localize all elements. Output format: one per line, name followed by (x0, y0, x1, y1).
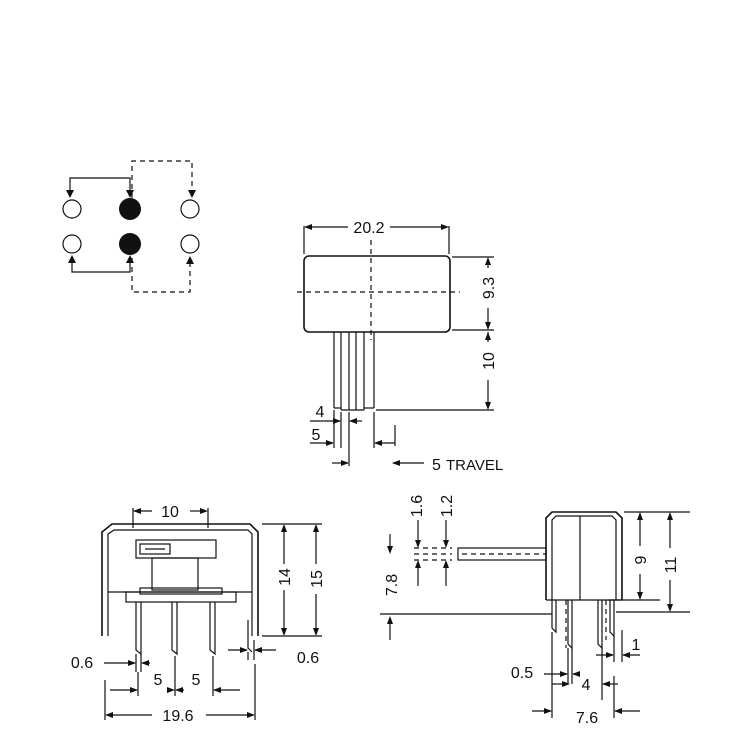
dim-front-overall-width: 19.6 (162, 708, 193, 725)
schematic-contact-open (62, 234, 82, 254)
dim-front-pitch-1: 5 (154, 672, 163, 689)
schematic-contact-open (180, 199, 200, 219)
dim-lever-gap: 5 (312, 427, 321, 444)
schematic-view (62, 160, 200, 293)
dim-front-height-outer: 15 (309, 570, 326, 588)
dim-front-pitch-2: 5 (192, 672, 201, 689)
dim-side-overall-height: 11 (663, 557, 680, 574)
dim-travel-label: TRAVEL (446, 457, 503, 474)
schematic-contact-common (119, 198, 141, 220)
top-view-body (303, 255, 451, 333)
dim-height: 9.3 (481, 277, 498, 299)
dim-side-body-height: 9 (633, 555, 650, 564)
dim-side-pin-offset: 1 (632, 637, 641, 654)
dim-front-pin-width-left: 0.6 (71, 655, 93, 672)
dim-side-pin-pitch: 4 (582, 677, 591, 694)
schematic-contact-open (180, 234, 200, 254)
dim-front-height-inner: 14 (277, 568, 294, 586)
schematic-contact-common (119, 233, 141, 255)
schematic-contact-open (62, 199, 82, 219)
front-view: 10 14 15 0.6 0.6 (71, 504, 326, 725)
dim-side-overall-depth: 7.6 (576, 710, 598, 727)
dim-front-top-width: 10 (161, 504, 179, 521)
dim-side-lever-thick-2: 1.2 (439, 495, 456, 517)
dim-lever-length: 10 (481, 352, 498, 370)
dim-side-lever-thick-1: 1.6 (409, 495, 426, 517)
dim-width: 20.2 (353, 220, 384, 237)
top-view: 20.2 9.3 10 4 5 (297, 220, 503, 474)
dim-front-pin-width-right: 0.6 (297, 650, 319, 667)
dim-lever-width: 4 (316, 404, 325, 421)
side-view: 1.6 1.2 7.8 9 11 1 (380, 495, 690, 727)
dim-side-lever-height: 7.8 (384, 574, 401, 596)
dim-travel: 5 (432, 457, 441, 474)
dim-side-pin-width: 0.5 (511, 665, 533, 682)
